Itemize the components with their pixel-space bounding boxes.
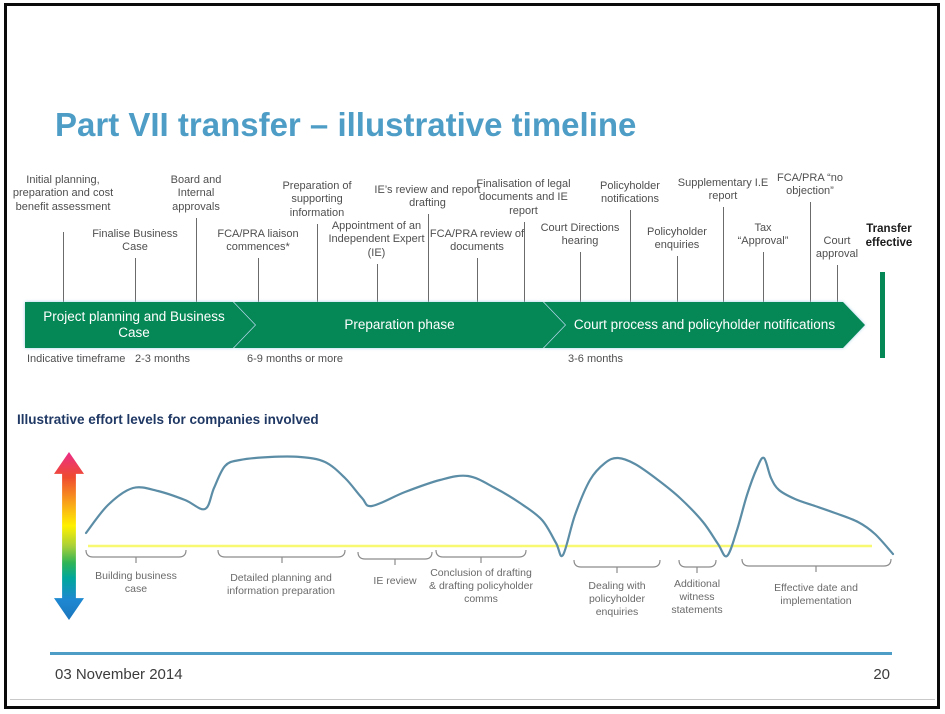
bracket	[435, 549, 527, 563]
effort-curve	[84, 455, 895, 558]
indicative-timeframe-label: Indicative timeframe	[27, 353, 126, 365]
milestone-label-court-directions: Court Directions hearing	[540, 222, 620, 248]
milestone-tick	[763, 252, 764, 302]
bottom-hairline	[10, 699, 935, 700]
segment-label-effective-date: Effective date and implementation	[774, 582, 858, 608]
milestone-label-fca-pra-review-docs: FCA/PRA review of documents	[429, 228, 525, 254]
phase-arrow-label: Project planning and Business Case	[43, 308, 225, 340]
segment-label-dealing-enquiries: Dealing with policyholder enquiries	[588, 580, 646, 619]
milestone-tick	[135, 258, 136, 302]
transfer-effective-marker	[880, 272, 885, 358]
bracket	[678, 559, 717, 573]
milestone-label-fca-pra-liaison: FCA/PRA liaison commences*	[217, 228, 299, 254]
milestone-tick	[428, 214, 429, 302]
bracket	[85, 549, 187, 563]
bracket	[741, 558, 892, 572]
phase-arrow-court-process: Court process and policyholder notificat…	[544, 302, 865, 348]
milestone-tick	[810, 202, 811, 302]
milestone-label-policyholder-notifications: Policyholder notifications	[600, 180, 660, 206]
milestone-label-ie-review-drafting: IE’s review and report drafting	[374, 184, 481, 210]
segment-label-building-business-case: Building business case	[95, 570, 177, 596]
bracket	[357, 551, 433, 565]
footer-page-number: 20	[873, 666, 890, 683]
milestone-tick	[377, 264, 378, 302]
milestone-tick	[677, 256, 678, 302]
milestone-label-prep-supporting-info: Preparation of supporting information	[282, 180, 352, 219]
segment-label-conclusion-drafting: Conclusion of drafting & drafting policy…	[429, 567, 533, 606]
milestone-label-appoint-ie: Appointment of an Independent Expert (IE…	[328, 220, 425, 259]
phase-arrow-label: Court process and policyholder notificat…	[573, 316, 836, 332]
milestone-label-initial-planning: Initial planning, preparation and cost b…	[12, 174, 114, 213]
milestone-tick	[317, 224, 318, 302]
milestone-tick	[723, 207, 724, 302]
phase-arrow-project-planning: Project planning and Business Case	[25, 302, 255, 348]
milestone-tick	[524, 222, 525, 302]
milestone-label-court-approval: Court approval	[815, 235, 859, 261]
milestone-label-finalisation-legal-docs: Finalisation of legal documents and IE r…	[476, 178, 571, 217]
slide-title: Part VII transfer – illustrative timelin…	[55, 106, 637, 144]
milestone-tick	[196, 218, 197, 302]
segment-label-detailed-planning: Detailed planning and information prepar…	[227, 572, 335, 598]
milestone-label-supplementary-ie-report: Supplementary I.E report	[677, 177, 769, 203]
milestone-label-finalise-business-case: Finalise Business Case	[92, 228, 178, 254]
milestone-tick	[477, 258, 478, 302]
segment-label-ie-review: IE review	[373, 575, 417, 587]
milestone-tick	[580, 252, 581, 302]
milestone-label-fca-pra-no-objection: FCA/PRA “no objection”	[776, 172, 844, 198]
bracket	[217, 549, 346, 563]
segment-label-additional-witness: Additional witness statements	[671, 578, 723, 617]
milestone-tick	[63, 232, 64, 302]
transfer-effective-label: Transfer effective	[865, 223, 913, 250]
phase-duration-3: 3-6 months	[568, 353, 624, 365]
effort-section-heading: Illustrative effort levels for companies…	[17, 412, 319, 427]
footer-date: 03 November 2014	[55, 666, 183, 683]
effort-scale-arrow-icon	[54, 452, 84, 620]
milestone-tick	[258, 258, 259, 302]
bracket	[573, 559, 661, 573]
phase-arrow-label: Preparation phase	[344, 316, 455, 332]
milestone-label-policyholder-enquiries: Policyholder enquiries	[647, 226, 707, 252]
milestone-tick	[837, 265, 838, 302]
milestone-label-board-approvals: Board and Internal approvals	[170, 174, 222, 213]
milestone-tick	[630, 210, 631, 302]
phase-arrow-preparation: Preparation phase	[234, 302, 565, 348]
milestone-label-tax-approval: Tax “Approval”	[737, 222, 789, 248]
effort-curve-chart	[84, 455, 895, 573]
footer-divider-line	[50, 652, 892, 655]
phase-duration-1: 2-3 months	[135, 353, 191, 365]
phase-duration-2: 6-9 months or more	[247, 353, 343, 365]
